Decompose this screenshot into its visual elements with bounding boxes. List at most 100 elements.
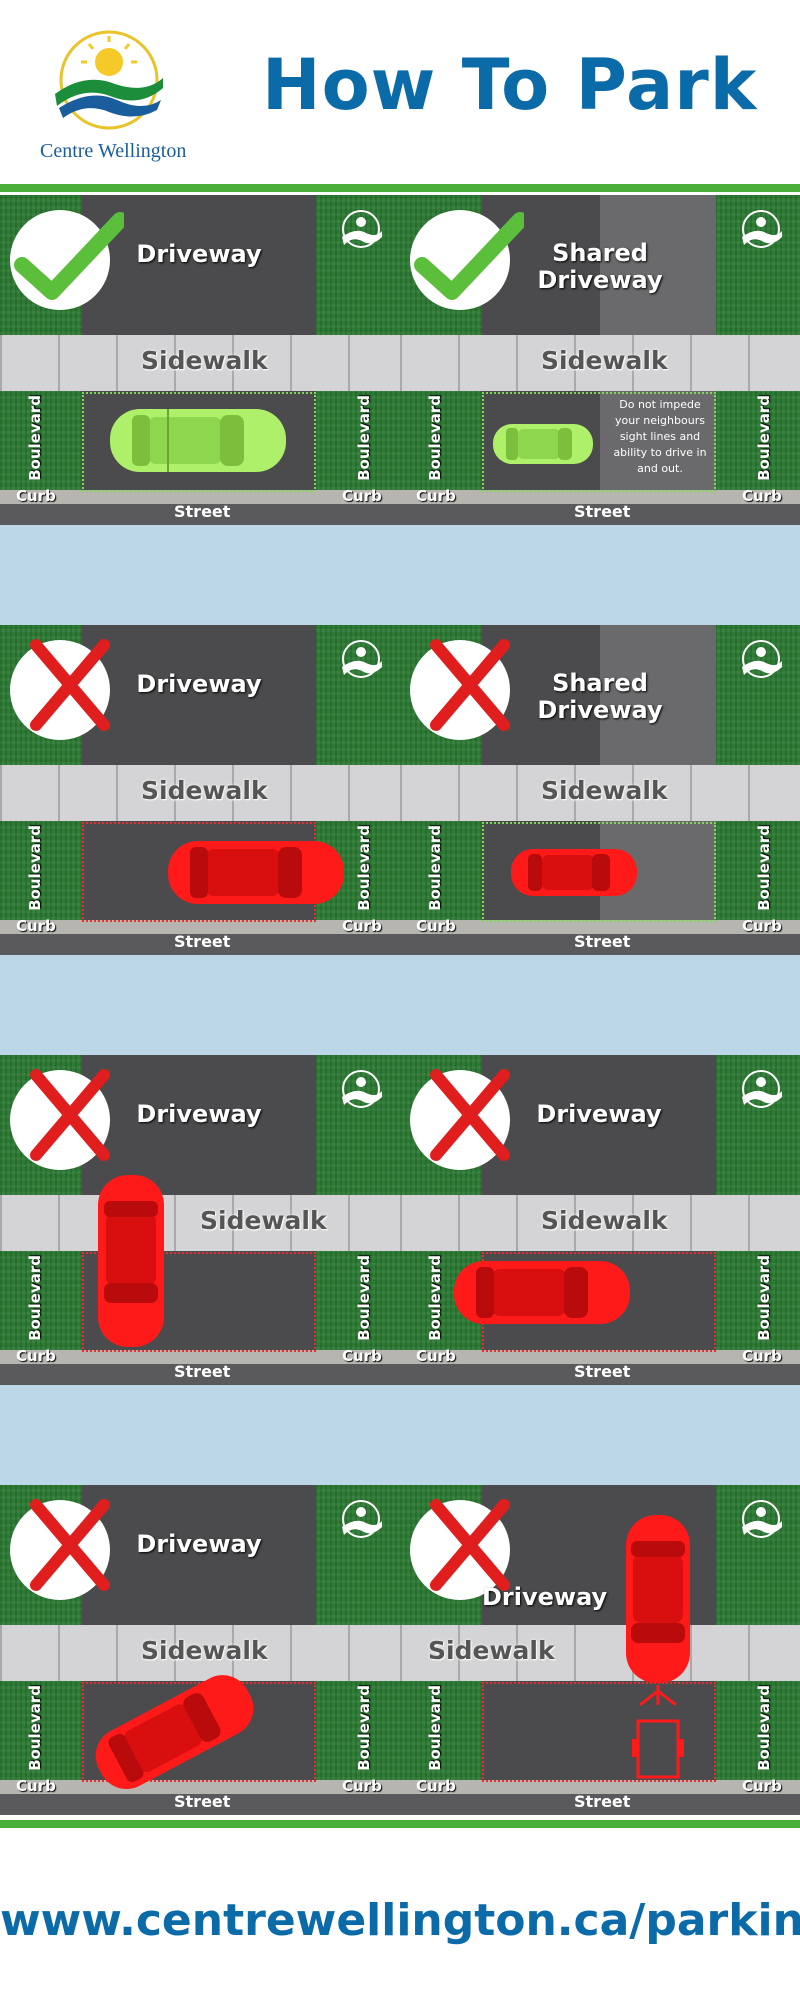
sidewalk <box>0 765 400 821</box>
panel-correct-driveway: Driveway Sidewalk Boulevard Boulevard Cu… <box>0 195 400 525</box>
curb <box>0 920 400 934</box>
curb-label: Curb <box>16 487 56 505</box>
curb-label: Curb <box>416 1777 456 1795</box>
curb-label: Curb <box>342 487 382 505</box>
boulevard-label: Boulevard <box>426 395 444 481</box>
panel-correct-shared-driveway: Shared Driveway Sidewalk Do not impede y… <box>400 195 800 525</box>
boulevard-label: Boulevard <box>26 825 44 911</box>
street <box>0 1364 400 1385</box>
shared-driveway-label: Shared Driveway <box>500 670 700 724</box>
panel-wrong-overhang-curb: Driveway Sidewalk Boulevard Boulevard Cu… <box>0 625 400 955</box>
driveway-label: Driveway <box>136 1530 262 1558</box>
shared-label-line1: Shared <box>552 669 648 697</box>
centre-wellington-watermark-icon <box>742 210 782 248</box>
logo-text: Centre Wellington <box>40 140 187 162</box>
curb <box>400 920 800 934</box>
boulevard-label: Boulevard <box>426 825 444 911</box>
boulevard-label: Boulevard <box>355 395 373 481</box>
car-icon <box>98 1175 164 1347</box>
x-icon <box>30 1499 110 1591</box>
street-label: Street <box>574 502 631 521</box>
sidewalk-label: Sidewalk <box>141 346 268 375</box>
panel-wrong-blocking-sidewalk: Driveway Sidewalk Boulevard Boulevard Cu… <box>0 1055 400 1385</box>
boulevard-label: Boulevard <box>355 825 373 911</box>
street-label: Street <box>574 1362 631 1381</box>
x-icon <box>430 1069 510 1161</box>
driveway-surface <box>82 1485 316 1625</box>
curb-label: Curb <box>342 1347 382 1365</box>
x-icon <box>30 639 110 731</box>
panel-wrong-trailer-blocking: Driveway Sidewalk Boulevard Boulevard Cu… <box>400 1485 800 1815</box>
x-icon <box>430 639 510 731</box>
street <box>0 1794 400 1815</box>
curb-label: Curb <box>416 1347 456 1365</box>
driveway-label: Driveway <box>482 1583 608 1611</box>
street <box>400 1364 800 1385</box>
curb-label: Curb <box>16 917 56 935</box>
curb-label: Curb <box>742 917 782 935</box>
sidewalk <box>0 1195 400 1251</box>
panel-wrong-shared-driveway: Shared Driveway Sidewalk Boulevard Boule… <box>400 625 800 955</box>
driveway-label: Driveway <box>136 240 262 268</box>
separator-band <box>0 955 800 1061</box>
driveway-surface <box>482 1055 716 1195</box>
trailer-icon <box>632 1685 684 1779</box>
car-icon <box>168 841 344 904</box>
street <box>0 934 400 955</box>
check-icon <box>14 212 124 300</box>
curb <box>400 1780 800 1794</box>
restricted-zone <box>82 1682 316 1782</box>
curb <box>0 1780 400 1794</box>
sidewalk-label: Sidewalk <box>428 1636 555 1665</box>
street <box>400 504 800 525</box>
curb-label: Curb <box>742 487 782 505</box>
driveway-surface <box>82 1055 316 1195</box>
curb <box>400 1350 800 1364</box>
driveway-label: Driveway <box>536 1100 662 1128</box>
boulevard-label: Boulevard <box>26 395 44 481</box>
boulevard-label: Boulevard <box>755 395 773 481</box>
allowed-zone <box>82 392 316 492</box>
curb <box>0 490 400 504</box>
car-icon <box>626 1515 690 1683</box>
centre-wellington-watermark-icon <box>342 210 382 248</box>
shared-driveway-label: Shared Driveway <box>500 240 700 294</box>
car-icon <box>511 849 637 896</box>
shared-label-line2: Driveway <box>537 696 663 724</box>
x-icon <box>30 1069 110 1161</box>
shared-driveway-note: Do not impede your neighbours sight line… <box>613 398 707 475</box>
boulevard-label: Boulevard <box>26 1685 44 1771</box>
sidewalk-label: Sidewalk <box>541 346 668 375</box>
sidewalk <box>400 1625 800 1681</box>
x-icon <box>430 1499 510 1591</box>
separator-band <box>0 525 800 631</box>
curb-label: Curb <box>742 1347 782 1365</box>
car-icon <box>454 1261 630 1324</box>
neighbour-driveway-half <box>600 195 716 335</box>
separator-band <box>0 1385 800 1491</box>
street-label: Street <box>174 932 231 951</box>
curb-label: Curb <box>16 1347 56 1365</box>
curb <box>400 490 800 504</box>
allowed-zone <box>482 392 716 492</box>
panel-wrong-angled-parking: Driveway Sidewalk Boulevard Boulevard Cu… <box>0 1485 400 1815</box>
restricted-zone <box>482 1682 716 1782</box>
top-rule <box>0 184 800 192</box>
shared-label-line2: Driveway <box>537 266 663 294</box>
car-icon <box>95 1675 254 1790</box>
sidewalk-label: Sidewalk <box>141 1636 268 1665</box>
sidewalk-label: Sidewalk <box>541 1206 668 1235</box>
restricted-zone <box>82 1252 316 1352</box>
curb-label: Curb <box>342 917 382 935</box>
footer-url-link[interactable]: www.centrewellington.ca/parking <box>0 1895 800 1946</box>
sidewalk <box>400 1195 800 1251</box>
street-label: Street <box>174 1792 231 1811</box>
curb-label: Curb <box>342 1777 382 1795</box>
boulevard-label: Boulevard <box>426 1255 444 1341</box>
boulevard-label: Boulevard <box>355 1255 373 1341</box>
driveway-label: Driveway <box>136 670 262 698</box>
sidewalk-label: Sidewalk <box>141 776 268 805</box>
shared-label-line1: Shared <box>552 239 648 267</box>
boulevard-label: Boulevard <box>355 1685 373 1771</box>
boulevard-label: Boulevard <box>755 1255 773 1341</box>
